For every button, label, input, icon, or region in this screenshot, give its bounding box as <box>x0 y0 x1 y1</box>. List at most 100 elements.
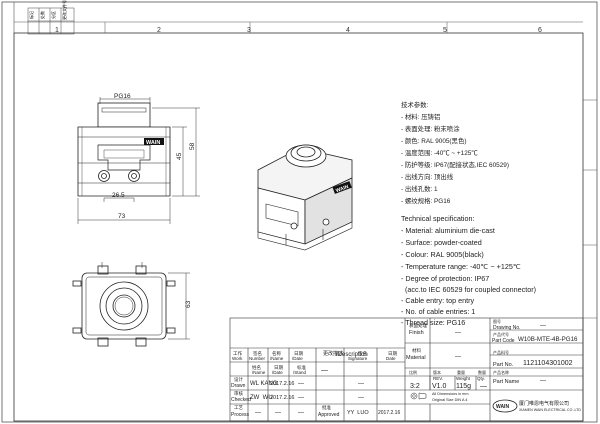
tb-work-cn: 工作 <box>233 350 242 357</box>
tb-checked-dash: — <box>358 395 364 401</box>
tb-approved-date: 2017.2.16 <box>378 410 400 416</box>
rev-col3: 分区 <box>50 11 56 19</box>
tb-row-checked: 审核 Checked ZW WU 2017.2.16 — — <box>231 390 364 403</box>
tb-dimnote1: All Dimensions in mm <box>432 392 469 396</box>
tb-finish-material: 表面处理 Finish — 材料 Material — <box>406 322 461 361</box>
tb-drawn-name: WL KANG <box>250 381 278 387</box>
title-block <box>229 317 584 422</box>
tb-number: Number <box>249 356 266 361</box>
tb-approved: Approved <box>318 412 340 418</box>
grid-col-3: 3 <box>247 27 251 34</box>
tb-dimnote2: Original Size DIN A 4 <box>432 398 467 402</box>
tech-cn-line: - 螺纹规格: PG16 <box>401 196 451 205</box>
tb-row-drawn: 设计 Drawn WL KANG 2017.2.16 — — <box>231 376 364 389</box>
tb-material-val: — <box>455 354 461 360</box>
tb-work: Work <box>232 356 243 361</box>
grid-col-5: 5 <box>443 27 447 34</box>
rev-col2: 处数 <box>39 11 45 19</box>
front-dimension-lines <box>77 97 200 224</box>
grid-col-6: 6 <box>538 27 542 34</box>
dim-pg16: PG16 <box>114 93 131 100</box>
grid-col-1: 1 <box>55 27 59 34</box>
grid-col-2: 2 <box>157 27 161 34</box>
tb-part-no-cn: 产品料号 <box>493 349 509 355</box>
tb-weight-cn: 重量 <box>457 369 465 375</box>
tb-sub-name: /Name <box>252 370 266 375</box>
tb-process-name: — <box>255 410 261 416</box>
tb-drawing-no-cn: 图号 <box>493 318 501 324</box>
tech-en-line: - Surface: powder-coated <box>401 238 482 247</box>
wain-badge-front <box>144 138 164 145</box>
tb-drawn-cn: 设计 <box>234 376 243 383</box>
tech-cn-line: - 防护等级: IP67(配接状态,IEC 60529) <box>401 160 509 169</box>
tb-part-info: 图号 Drawing No. — 产品代号 Part Code W10B-MTE… <box>492 318 578 385</box>
dim-63: 63 <box>185 300 192 308</box>
tb-finish-cn: 表面处理 <box>409 322 427 329</box>
tech-en-line: - Colour: RAL 9005(black) <box>401 250 484 259</box>
wain-badge-iso <box>332 181 352 194</box>
dim-58: 58 <box>189 142 196 150</box>
tb-part-name-cn: 产品名称 <box>493 369 509 375</box>
top-dimension-lines <box>168 272 190 340</box>
tb-weight: Weight <box>456 376 471 381</box>
tech-en-line: - Cable entry: top entry <box>401 296 475 305</box>
tb-part-no: Part No. <box>493 362 514 368</box>
tech-en-line: (acc.to IEC 60529 for coupled connector) <box>401 285 536 294</box>
tb-checked-cn: 审核 <box>234 390 243 397</box>
tb-rev-cn: 版本 <box>433 369 441 375</box>
top-view <box>72 262 176 347</box>
tb-checked-name: ZW WU <box>250 395 273 401</box>
tb-part-no-val: 1121104301002 <box>523 360 573 367</box>
front-view <box>77 102 171 197</box>
tb-drawing-no-val: — <box>540 323 546 329</box>
company-logo-text: WAIN <box>496 404 509 410</box>
tech-cn-line: - 出线孔数: 1 <box>401 184 438 193</box>
tech-cn-line: - 颜色: RAL 9005(黑色) <box>401 136 466 145</box>
tb-drawn-dash: — <box>358 381 364 387</box>
tb-qty-val: — <box>480 383 487 390</box>
tb-checked: Checked <box>231 397 251 403</box>
grid-rows <box>583 99 597 319</box>
tb-sub-date: /Date <box>272 370 283 375</box>
tb-approved-name: YY LUO <box>347 410 369 416</box>
grid-columns: 1 2 3 4 5 6 <box>55 22 542 34</box>
tb-sub-date-cn: 日期 <box>274 365 283 371</box>
tb-date-cn: 日期 <box>294 351 303 357</box>
tech-cn-line: - 温度范围: -40℃ ~ +125℃ <box>401 148 478 157</box>
company-logo <box>492 399 518 413</box>
tb-row-process: 工艺 Process — — — 批准 Approved YY LUO 2017… <box>231 404 400 418</box>
tb-sig-cn: 签名 <box>358 350 367 357</box>
tech-en-title: Technical specification: <box>401 214 475 223</box>
dim-73: 73 <box>118 213 126 220</box>
tb-sub-dash: — <box>321 367 328 374</box>
tb-qty-cn: 数量 <box>478 369 486 375</box>
tech-cn-line: - 表面处理: 粉末喷涂 <box>401 124 460 133</box>
tb-material: Material <box>406 355 426 361</box>
tech-en-line: - Thread size: PG16 <box>401 318 465 327</box>
tb-part-name-val: — <box>540 378 546 384</box>
tb-part-code: Part Code <box>492 338 515 344</box>
tb-checked-date: 2017.2.16 <box>270 395 294 401</box>
tech-en-line: - No. of cable entries: 1 <box>401 307 475 316</box>
tb-process-date: — <box>275 410 281 416</box>
tb-scale-cn: 比例 <box>409 369 417 375</box>
tb-sub-stand: /Stand <box>293 370 307 375</box>
tb-process: Process <box>231 412 250 418</box>
company-name-cn: 厦门唯恩电气有限公司 <box>519 400 569 407</box>
tb-process-cn: 工艺 <box>234 405 243 410</box>
tb-finish-val: — <box>455 330 461 336</box>
tb-material-cn: 材料 <box>412 347 421 354</box>
tb-drawn-stand: — <box>298 381 304 387</box>
tb-desc: /Description <box>336 352 368 358</box>
tb-part-name: Part Name <box>493 379 519 385</box>
tb-name-cn: 名称 <box>272 350 281 357</box>
tb-weight-val: 115g <box>456 383 471 390</box>
wain-label-front: WAIN <box>146 140 160 146</box>
tb-drawing-no: Drawing No. <box>493 325 521 331</box>
tb-checked-stand: — <box>298 395 304 401</box>
grid-col-4: 4 <box>346 27 350 34</box>
tb-rev: REV. <box>433 376 443 381</box>
revision-block: 标记 处数 分区 更改文件号 <box>27 0 75 35</box>
